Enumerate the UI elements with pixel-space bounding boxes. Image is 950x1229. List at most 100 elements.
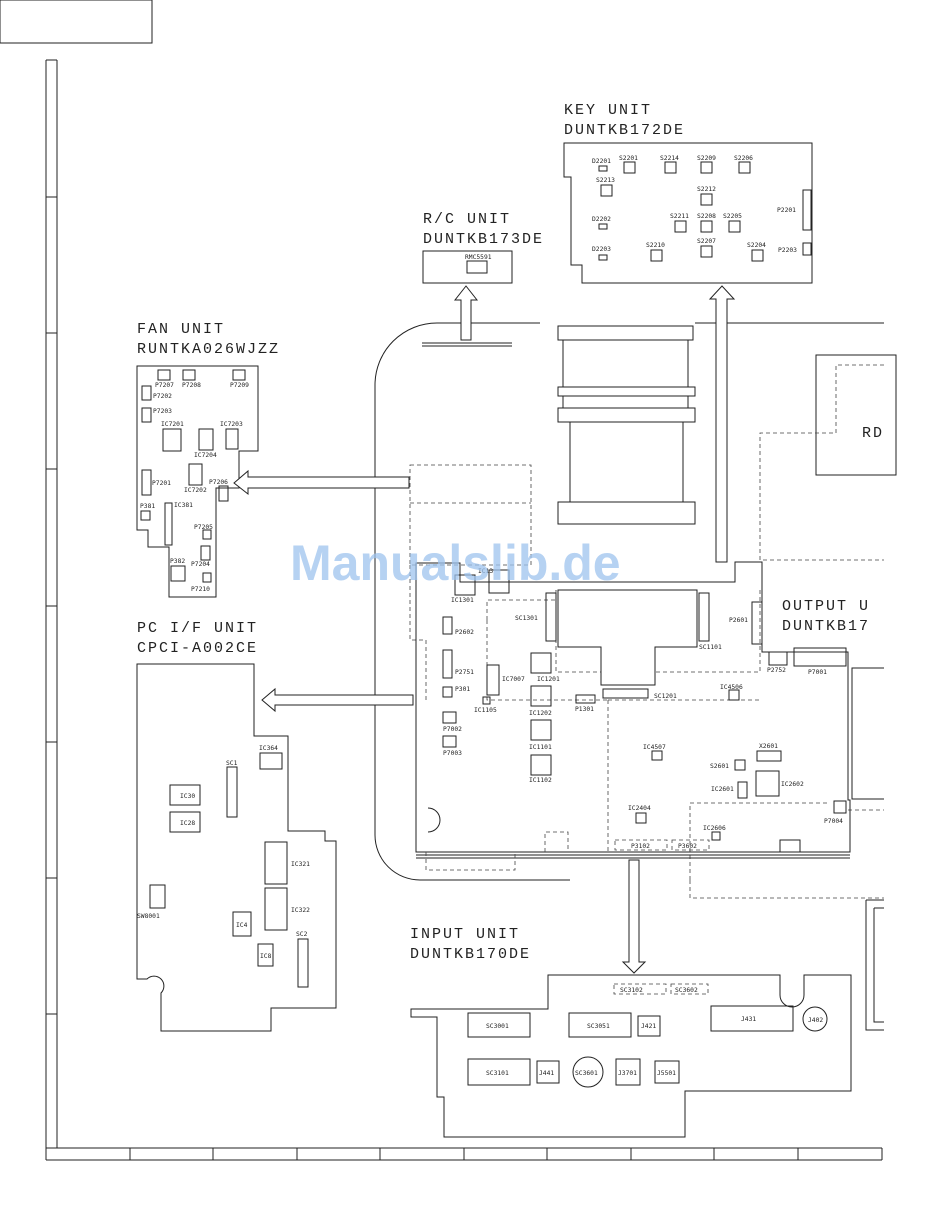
- key-label: S2214: [660, 155, 679, 162]
- input-label: J441: [539, 1070, 554, 1077]
- fan-label: P381: [140, 503, 155, 510]
- main-label: P3602: [678, 843, 697, 850]
- main-label: IC1301: [451, 597, 474, 604]
- main-label: IC4507: [643, 744, 666, 751]
- fan-label: P7202: [153, 393, 172, 400]
- key-unit: KEY UNIT DUNTKB172DE D2201 S2201 S2214 S…: [563, 102, 813, 284]
- main-label: IC4506: [720, 684, 743, 691]
- input-label: SC3001: [486, 1023, 509, 1030]
- main-label: S2601: [710, 763, 729, 770]
- pcif-label: IC30: [180, 793, 195, 800]
- arrow-to-input-unit: [621, 859, 647, 974]
- key-label: P2201: [777, 207, 796, 214]
- pcif-label: IC321: [291, 861, 310, 868]
- fan-label: P7206: [209, 479, 228, 486]
- fan-label: IC7203: [220, 421, 243, 428]
- fan-label: P7208: [182, 382, 201, 389]
- pcif-unit-title: PC I/F UNIT: [137, 620, 258, 637]
- main-label: P7003: [443, 750, 462, 757]
- arrow-to-pcif-unit: [261, 687, 414, 713]
- main-label: P2752: [767, 667, 786, 674]
- fan-label: P382: [170, 558, 185, 565]
- rc-unit-model: DUNTKB173DE: [423, 231, 544, 248]
- pcif-unit-model: CPCI-A002CE: [137, 640, 258, 657]
- key-unit-title: KEY UNIT: [564, 102, 652, 119]
- key-label: D2203: [592, 246, 611, 253]
- arrow-to-key-unit: [708, 285, 736, 563]
- key-label: S2212: [697, 186, 716, 193]
- pcif-label: IC28: [180, 820, 195, 827]
- input-label: SC3602: [675, 987, 698, 994]
- main-label: IC1202: [529, 710, 552, 717]
- input-label: SC3102: [620, 987, 643, 994]
- rc-unit: R/C UNIT DUNTKB173DE RMC5591: [422, 211, 544, 284]
- pcif-label: IC364: [259, 745, 278, 752]
- main-label: IC1102: [529, 777, 552, 784]
- fan-label: IC381: [174, 502, 193, 509]
- key-label: D2202: [592, 216, 611, 223]
- main-label: IC2606: [703, 825, 726, 832]
- main-label: IC2602: [781, 781, 804, 788]
- key-label: D2201: [592, 158, 611, 165]
- key-label: S2207: [697, 238, 716, 245]
- pcif-label: IC322: [291, 907, 310, 914]
- pcif-label: SC2: [296, 931, 308, 938]
- page-frame: [0, 0, 883, 1161]
- output-unit: OUTPUT U DUNTKB17: [782, 598, 870, 635]
- fan-label: P7205: [194, 524, 213, 531]
- main-label: P1301: [575, 706, 594, 713]
- key-label: S2208: [697, 213, 716, 220]
- fan-label: P7201: [152, 480, 171, 487]
- output-unit-title: OUTPUT U: [782, 598, 870, 615]
- main-label: IC1101: [529, 744, 552, 751]
- main-label: SC1301: [515, 615, 538, 622]
- chassis-outline: RD: [374, 322, 897, 1031]
- main-label: SC1201: [654, 693, 677, 700]
- key-label: S2206: [734, 155, 753, 162]
- main-label: P2602: [455, 629, 474, 636]
- main-label: IC1201: [537, 676, 560, 683]
- main-label: P7001: [808, 669, 827, 676]
- input-label: SC3051: [587, 1023, 610, 1030]
- main-label: P2751: [455, 669, 474, 676]
- input-label: J402: [808, 1017, 823, 1024]
- watermark: Manualslib.de: [290, 535, 621, 591]
- fan-unit: FAN UNIT RUNTKA026WJZZ P7207 P7208 P7209…: [136, 321, 278, 598]
- rd-unit-label: RD: [862, 425, 884, 442]
- fan-label: P7210: [191, 586, 210, 593]
- main-label: IC13: [478, 568, 493, 575]
- rc-label: RMC5591: [465, 254, 492, 261]
- main-label: P7002: [443, 726, 462, 733]
- output-unit-model: DUNTKB17: [782, 618, 870, 635]
- rc-unit-title: R/C UNIT: [423, 211, 511, 228]
- input-label: J3701: [618, 1070, 637, 1077]
- input-unit-title: INPUT UNIT: [410, 926, 520, 943]
- key-label: S2213: [596, 177, 615, 184]
- arrow-to-rc-unit: [453, 285, 479, 341]
- main-label: P7004: [824, 818, 843, 825]
- fan-label: P7207: [155, 382, 174, 389]
- input-label: SC3101: [486, 1070, 509, 1077]
- input-unit-model: DUNTKB170DE: [410, 946, 531, 963]
- fan-label: P7209: [230, 382, 249, 389]
- main-label: SC1101: [699, 644, 722, 651]
- main-label: X2601: [759, 743, 778, 750]
- fan-label: IC7204: [194, 452, 217, 459]
- main-label: P2601: [729, 617, 748, 624]
- main-label: IC7007: [502, 676, 525, 683]
- key-label: S2201: [619, 155, 638, 162]
- fan-label: P7204: [191, 561, 210, 568]
- input-label: SC3601: [575, 1070, 598, 1077]
- fan-label: IC7201: [161, 421, 184, 428]
- fan-label: IC7202: [184, 487, 207, 494]
- pcif-label: SC1: [226, 760, 238, 767]
- key-unit-model: DUNTKB172DE: [564, 122, 685, 139]
- main-board: IC13 IC1301 SC1301 P2602 P2751 P301 IC70…: [409, 464, 851, 871]
- pcif-label: IC4: [236, 922, 248, 929]
- key-label: S2211: [670, 213, 689, 220]
- key-label: S2210: [646, 242, 665, 249]
- input-label: J5501: [657, 1070, 676, 1077]
- main-label: IC2404: [628, 805, 651, 812]
- pcif-label: SW8001: [137, 913, 160, 920]
